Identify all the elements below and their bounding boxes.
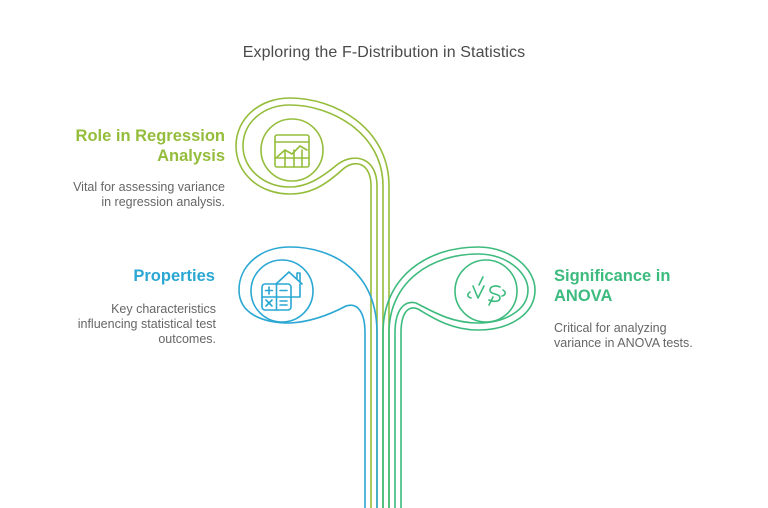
properties-heading: Properties (40, 266, 215, 286)
anova-icon-circle (454, 259, 518, 323)
regression-icon-circle (260, 118, 324, 182)
anova-heading-line2: ANOVA (554, 287, 613, 305)
anova-desc-line2: variance in ANOVA tests. (554, 336, 693, 350)
line-chart-icon (274, 134, 310, 168)
anova-desc-line1: Critical for analyzing (554, 321, 667, 335)
properties-description: Key characteristics influencing statisti… (20, 302, 216, 347)
anova-branch (382, 246, 536, 508)
regression-description: Vital for assessing variance in regressi… (20, 180, 225, 210)
properties-branch (238, 246, 378, 508)
properties-desc-line3: outcomes. (158, 332, 216, 346)
anova-heading: Significance in ANOVA (554, 266, 754, 306)
regression-heading-line2: Analysis (157, 147, 225, 165)
anova-heading-line1: Significance in (554, 267, 671, 285)
calculator-house-icon (261, 271, 303, 311)
properties-heading-line1: Properties (133, 267, 215, 285)
anova-description: Critical for analyzing variance in ANOVA… (554, 321, 754, 351)
versus-icon (467, 276, 506, 306)
properties-desc-line1: Key characteristics (111, 302, 216, 316)
page-title: Exploring the F-Distribution in Statisti… (242, 44, 526, 61)
regression-heading-line1: Role in Regression (75, 127, 225, 145)
regression-branch (235, 97, 390, 508)
regression-desc-line2: in regression analysis. (101, 195, 225, 209)
properties-desc-line2: influencing statistical test (77, 317, 216, 331)
regression-desc-line1: Vital for assessing variance (73, 180, 225, 194)
properties-icon-circle (250, 259, 314, 323)
regression-heading: Role in Regression Analysis (40, 126, 225, 166)
